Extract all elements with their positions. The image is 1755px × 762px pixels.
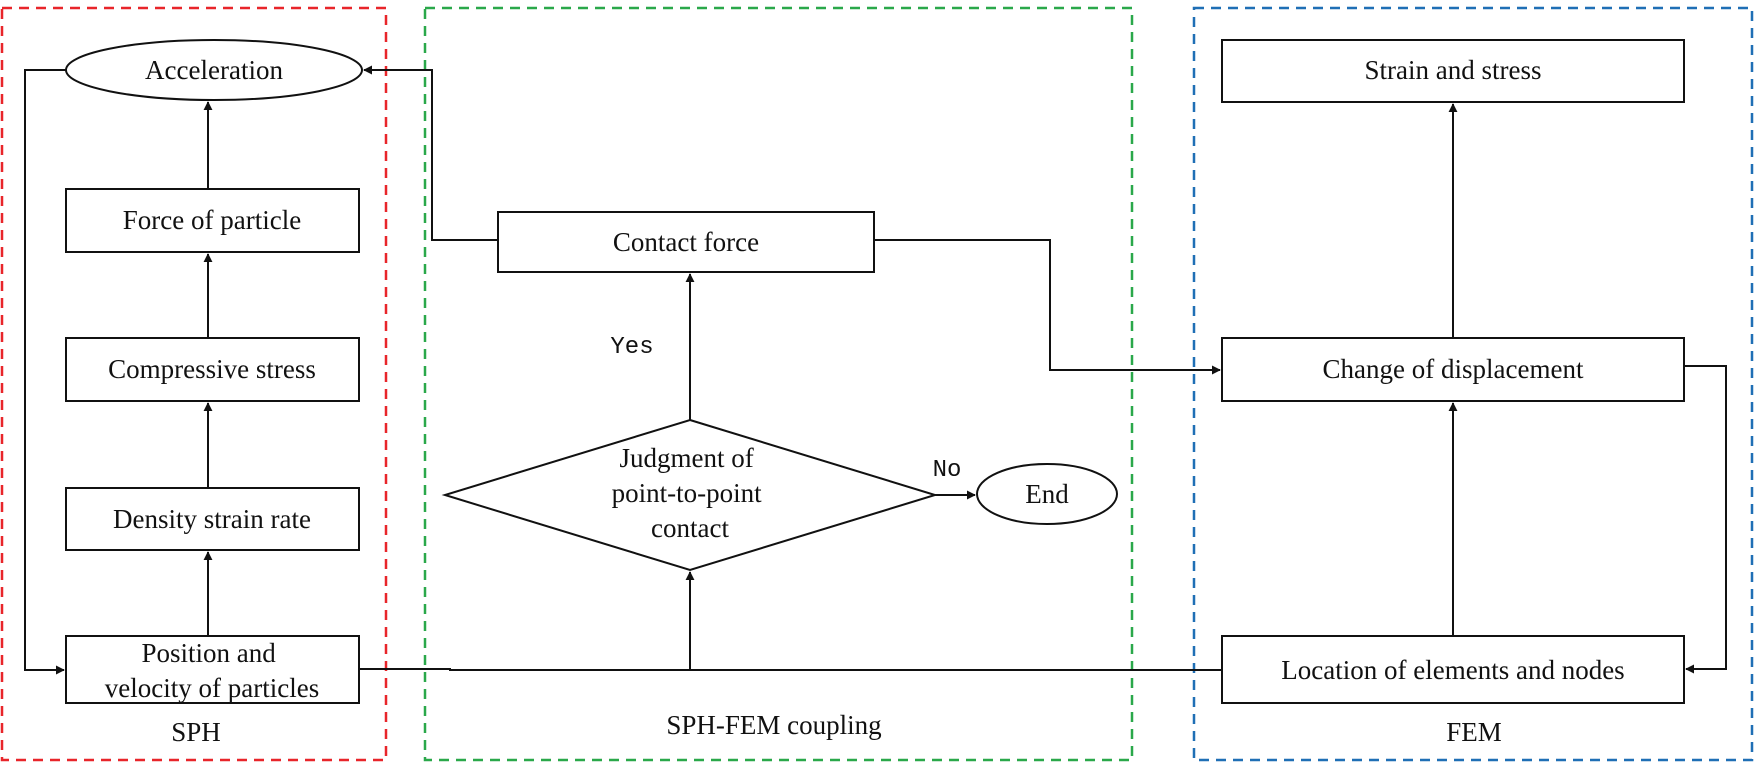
arrow-acceleration-to-position [24, 69, 66, 675]
judgment-line3: contact [651, 513, 729, 543]
arrow-contact-to-acceleration [363, 65, 498, 241]
fem-region-label: FEM [1446, 717, 1502, 747]
connector-position-to-location [359, 668, 1222, 671]
coupling-region [423, 6, 1134, 762]
contact-force-label: Contact force [613, 227, 759, 257]
position-velocity-line1: Position and [141, 638, 276, 668]
compressive-stress-label: Compressive stress [108, 354, 316, 384]
force-of-particle-node [65, 188, 360, 253]
force-of-particle-label: Force of particle [123, 205, 301, 235]
location-elements-nodes-label: Location of elements and nodes [1281, 655, 1624, 685]
density-strain-rate-label: Density strain rate [113, 504, 311, 534]
yes-label: Yes [610, 334, 653, 361]
position-velocity-label: Position and velocity of particles [105, 638, 319, 703]
judgment-line2: point-to-point [612, 478, 762, 508]
density-strain-rate-node [65, 487, 360, 551]
end-node [976, 463, 1118, 525]
fem-region [1192, 6, 1754, 762]
end-label: End [1025, 479, 1069, 509]
arrow-contact-to-displacement [874, 239, 1221, 375]
judgment-line1: Judgment of [620, 443, 754, 473]
judgment-node [441, 418, 939, 572]
strain-and-stress-node [1221, 39, 1685, 103]
sph-region [0, 6, 388, 762]
no-label: No [933, 457, 962, 484]
acceleration-label: Acceleration [145, 55, 283, 85]
change-of-displacement-node [1221, 337, 1685, 402]
coupling-region-label: SPH-FEM coupling [666, 710, 881, 740]
compressive-stress-node [65, 337, 360, 402]
position-velocity-line2: velocity of particles [105, 673, 319, 703]
judgment-label: Judgment of point-to-point contact [612, 443, 769, 543]
arrow-displacement-to-location [1684, 365, 1727, 674]
location-elements-nodes-node [1221, 635, 1685, 704]
strain-and-stress-label: Strain and stress [1365, 55, 1542, 85]
change-of-displacement-label: Change of displacement [1323, 354, 1584, 384]
contact-force-node [497, 211, 875, 273]
sph-region-label: SPH [171, 717, 221, 747]
